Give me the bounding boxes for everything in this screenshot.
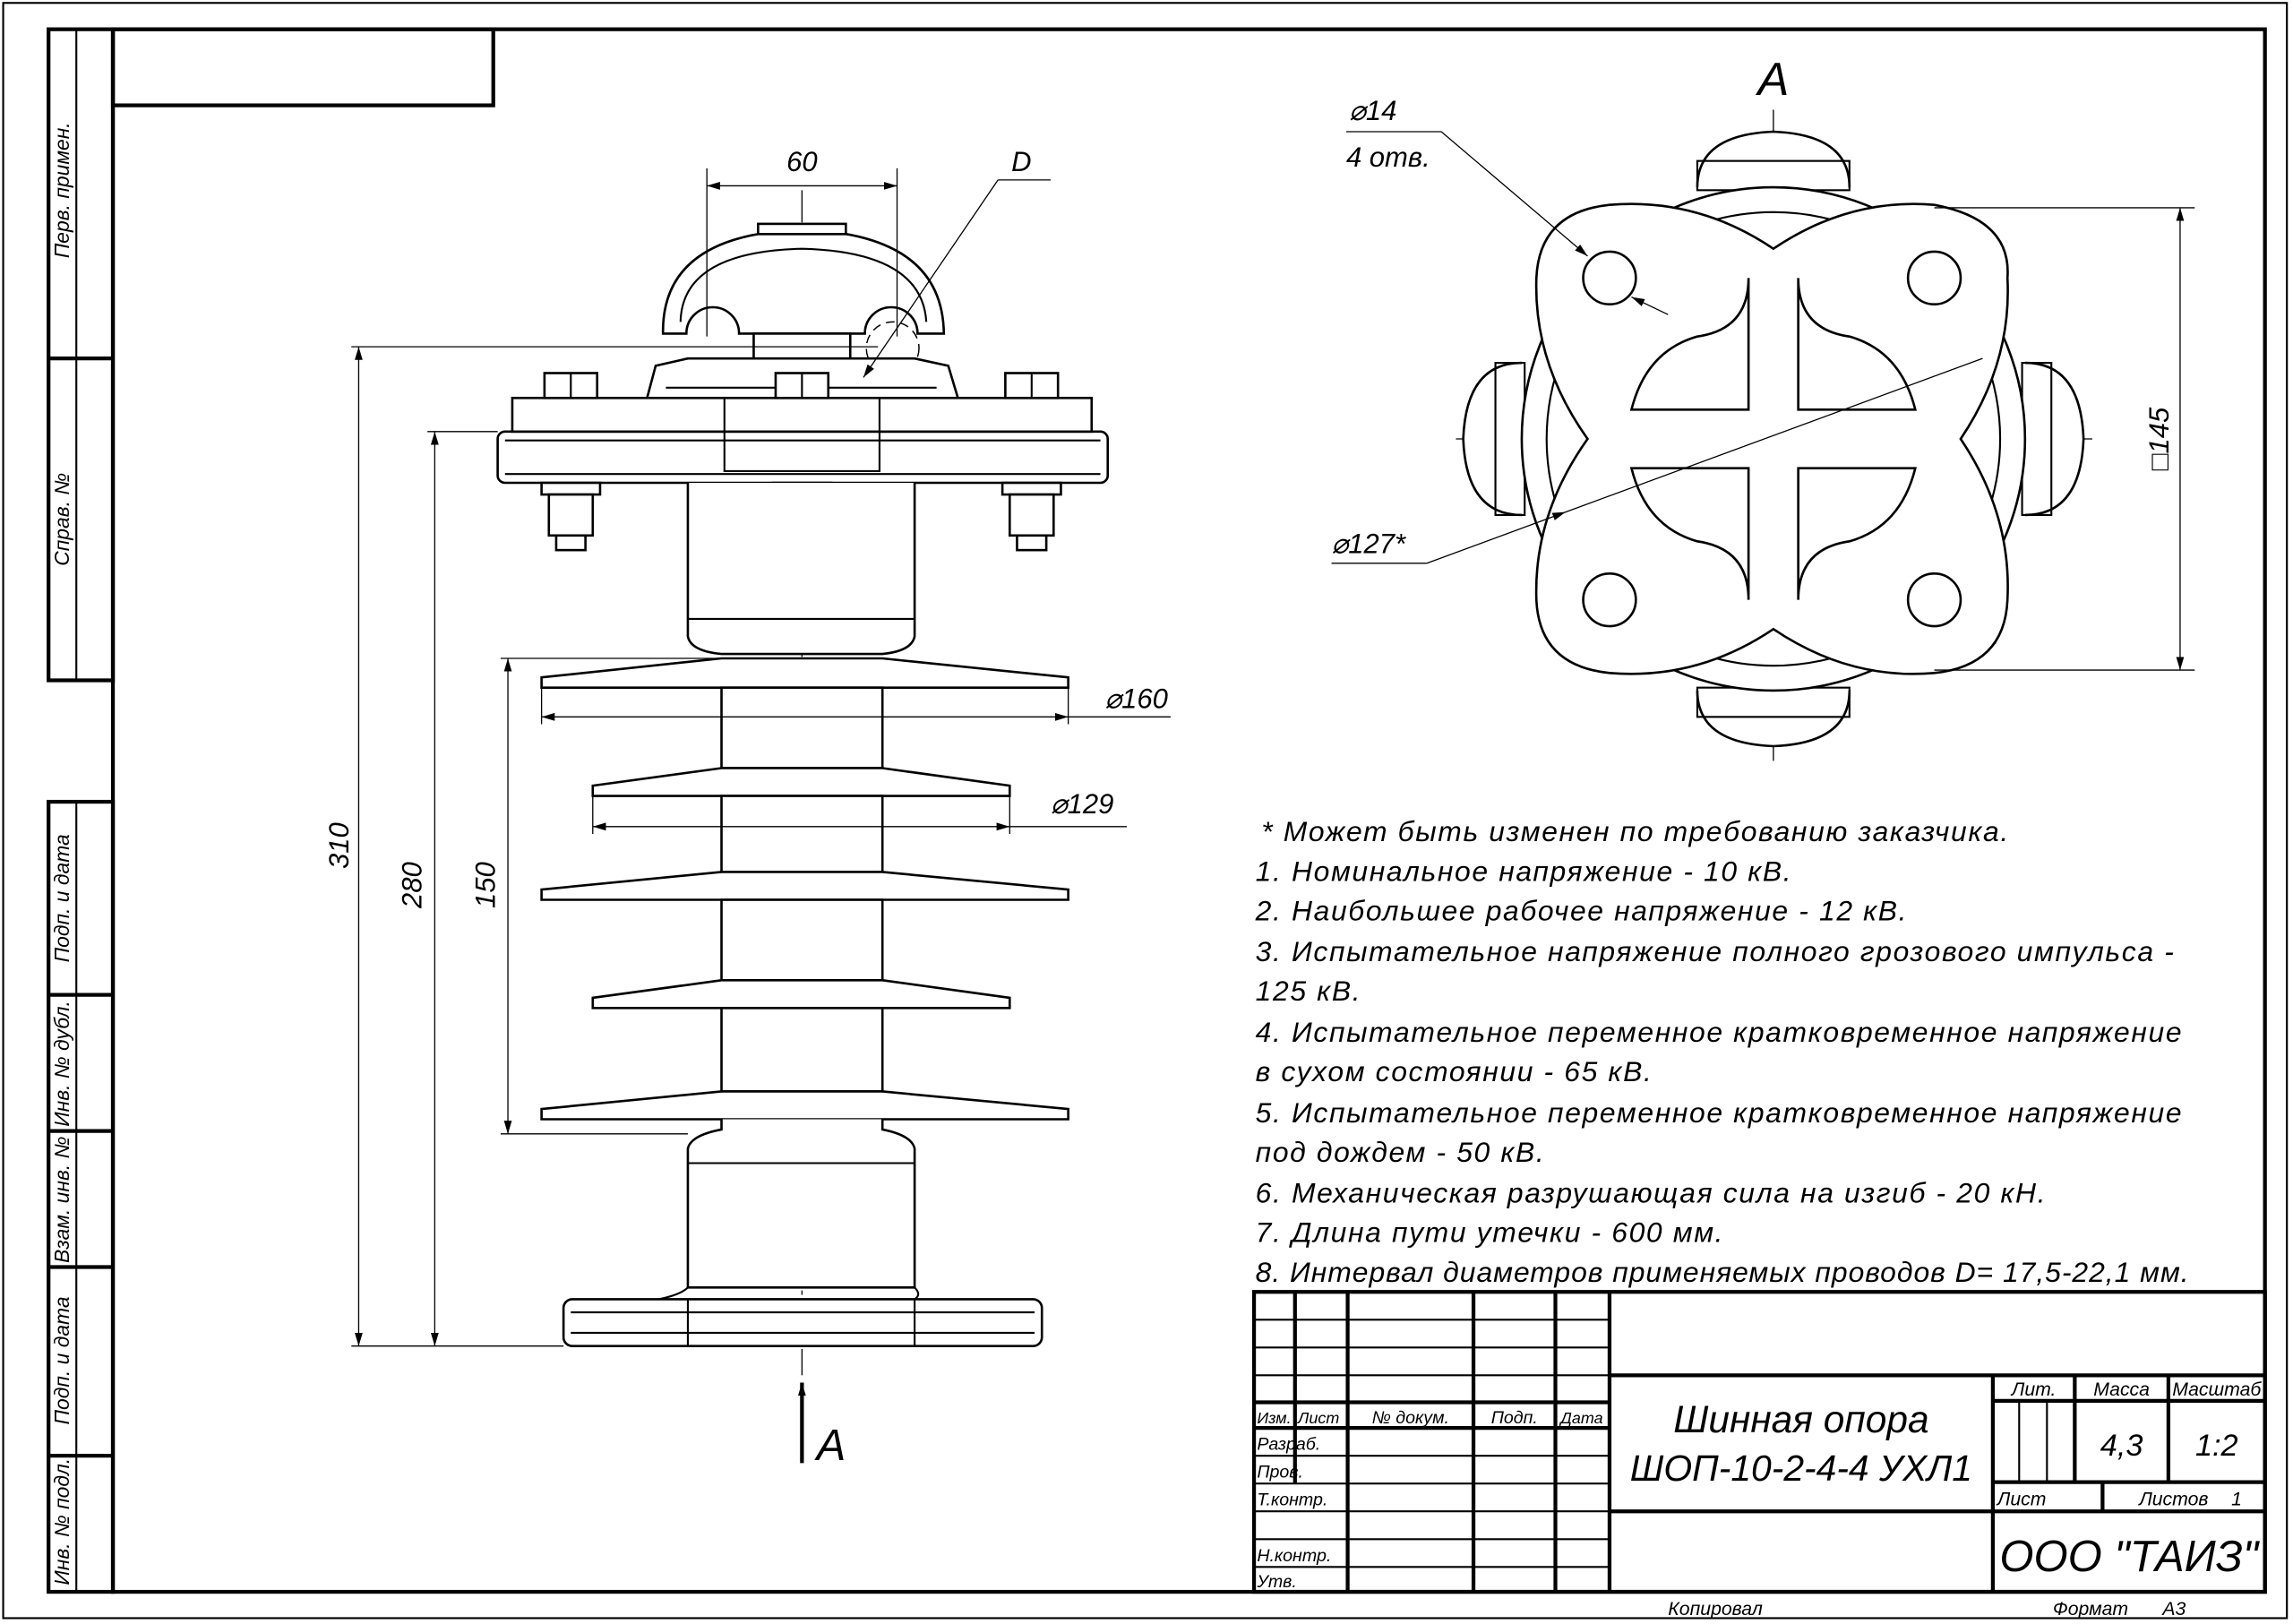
note-line: 125 кВ. bbox=[1256, 975, 1362, 1007]
view-a: A □145 ⌀14 bbox=[1331, 54, 2195, 761]
dim-hole-count: 4 отв. bbox=[1346, 142, 1430, 173]
role-razrab: Разраб. bbox=[1257, 1435, 1320, 1455]
technical-notes: * Может быть изменен по требованию заказ… bbox=[1255, 815, 2190, 1288]
view-a-label: A bbox=[1755, 54, 1789, 106]
dim-circle-127: ⌀127* bbox=[1332, 528, 1406, 559]
header-data: Дата bbox=[1559, 1409, 1602, 1427]
scale-value: 1:2 bbox=[2195, 1429, 2238, 1463]
note-line: 7. Длина пути утечки - 600 мм. bbox=[1256, 1216, 1724, 1249]
title-block: Изм. Лист № докум. Подп. Дата Разраб. Пр… bbox=[1251, 1290, 2267, 1594]
note-line: 3. Испытательное напряжение полного гроз… bbox=[1256, 935, 2176, 967]
view-direction-label: A bbox=[814, 1422, 846, 1470]
sheet-footer: Копировал Формат А3 bbox=[1668, 1599, 2186, 1620]
mass-value: 4,3 bbox=[2100, 1429, 2143, 1463]
dim-129: ⌀129 bbox=[1051, 788, 1113, 820]
dim-160: ⌀160 bbox=[1104, 683, 1167, 715]
header-list: Лист bbox=[1297, 1409, 1339, 1427]
dim-60: 60 bbox=[786, 146, 817, 177]
main-view-dimensions: 60 D 310 280 150 ⌀160 ⌀129 A bbox=[323, 146, 1171, 1470]
lit-label: Лит. bbox=[2010, 1379, 2057, 1400]
note-line: 1. Номинальное напряжение - 10 кВ. bbox=[1256, 855, 1793, 887]
stamp-label-perv-primen: Перв. примен. bbox=[50, 122, 73, 258]
note-line: 5. Испытательное переменное кратковремен… bbox=[1256, 1096, 2184, 1129]
header-podp: Подп. bbox=[1491, 1408, 1538, 1428]
stamp-label-inv-podl: Инв. № подл. bbox=[50, 1458, 73, 1585]
scale-label: Масштаб bbox=[2172, 1379, 2262, 1400]
base-flange bbox=[562, 1286, 1043, 1347]
top-flange bbox=[496, 396, 1110, 485]
mounting-holes bbox=[1582, 250, 1962, 628]
dim-280: 280 bbox=[397, 862, 428, 909]
wire-diameter-circle bbox=[865, 321, 920, 375]
company-name: ООО "ТАИЗ" bbox=[1999, 1533, 2260, 1581]
sheet-label: Лист bbox=[1996, 1490, 2047, 1510]
shed-large bbox=[540, 871, 1069, 901]
mass-label: Масса bbox=[2093, 1379, 2150, 1400]
stamp-label-sprav-no: Справ. № bbox=[50, 473, 73, 566]
header-doc-no: № докум. bbox=[1372, 1408, 1449, 1428]
note-line: * Может быть изменен по требованию заказ… bbox=[1261, 815, 2010, 847]
dim-hole-diameter: ⌀14 bbox=[1349, 95, 1396, 126]
insulator-front-view bbox=[496, 190, 1110, 1376]
format-label: Формат bbox=[2053, 1599, 2128, 1620]
role-utv: Утв. bbox=[1256, 1572, 1297, 1592]
sheets-value: 1 bbox=[2231, 1490, 2242, 1510]
side-stamp: Перв. примен. Справ. № Подп. и дата Инв.… bbox=[47, 27, 116, 1594]
dim-d: D bbox=[1011, 146, 1031, 177]
note-line: 2. Наибольшее рабочее напряжение - 12 кВ… bbox=[1255, 894, 1908, 926]
stamp-label-inv-dubl: Инв. № дубл. bbox=[50, 1001, 73, 1127]
dim-150: 150 bbox=[469, 862, 501, 908]
note-line: в сухом состоянии - 65 кВ. bbox=[1256, 1055, 1653, 1087]
shed-large bbox=[540, 657, 1069, 689]
insulator-body bbox=[540, 483, 1069, 1289]
stamp-label-podp-data-2: Подп. и дата bbox=[50, 1296, 73, 1424]
format-value: А3 bbox=[2160, 1599, 2186, 1620]
dim-square-145: □145 bbox=[2143, 407, 2175, 470]
dim-310: 310 bbox=[323, 822, 355, 869]
drawing-title: Шинная опора bbox=[1673, 1398, 1928, 1440]
stamp-label-podp-data: Подп. и дата bbox=[50, 834, 73, 962]
note-line: 8. Интервал диаметров применяемых провод… bbox=[1256, 1256, 2190, 1288]
header-izm: Изм. bbox=[1257, 1409, 1291, 1427]
shed-small bbox=[591, 767, 1011, 797]
note-line: под дождем - 50 кВ. bbox=[1256, 1136, 1546, 1168]
shed-small bbox=[591, 979, 1011, 1010]
role-prov: Пров. bbox=[1257, 1463, 1303, 1482]
role-nkontr: Н.контр. bbox=[1257, 1546, 1331, 1566]
role-tkontr: Т.контр. bbox=[1257, 1491, 1327, 1510]
sheets-label: Листов bbox=[2137, 1490, 2208, 1510]
top-left-stamp-box bbox=[110, 27, 495, 107]
drawing-designation: ШОП-10-2-4-4 УХЛ1 bbox=[1630, 1448, 1972, 1489]
stamp-label-vzam-inv: Взам. инв. № bbox=[50, 1137, 73, 1263]
copied-label: Копировал bbox=[1668, 1599, 1763, 1620]
note-line: 6. Механическая разрушающая сила на изги… bbox=[1256, 1177, 2047, 1209]
shed-large bbox=[540, 1090, 1069, 1121]
note-line: 4. Испытательное переменное кратковремен… bbox=[1256, 1016, 2184, 1048]
